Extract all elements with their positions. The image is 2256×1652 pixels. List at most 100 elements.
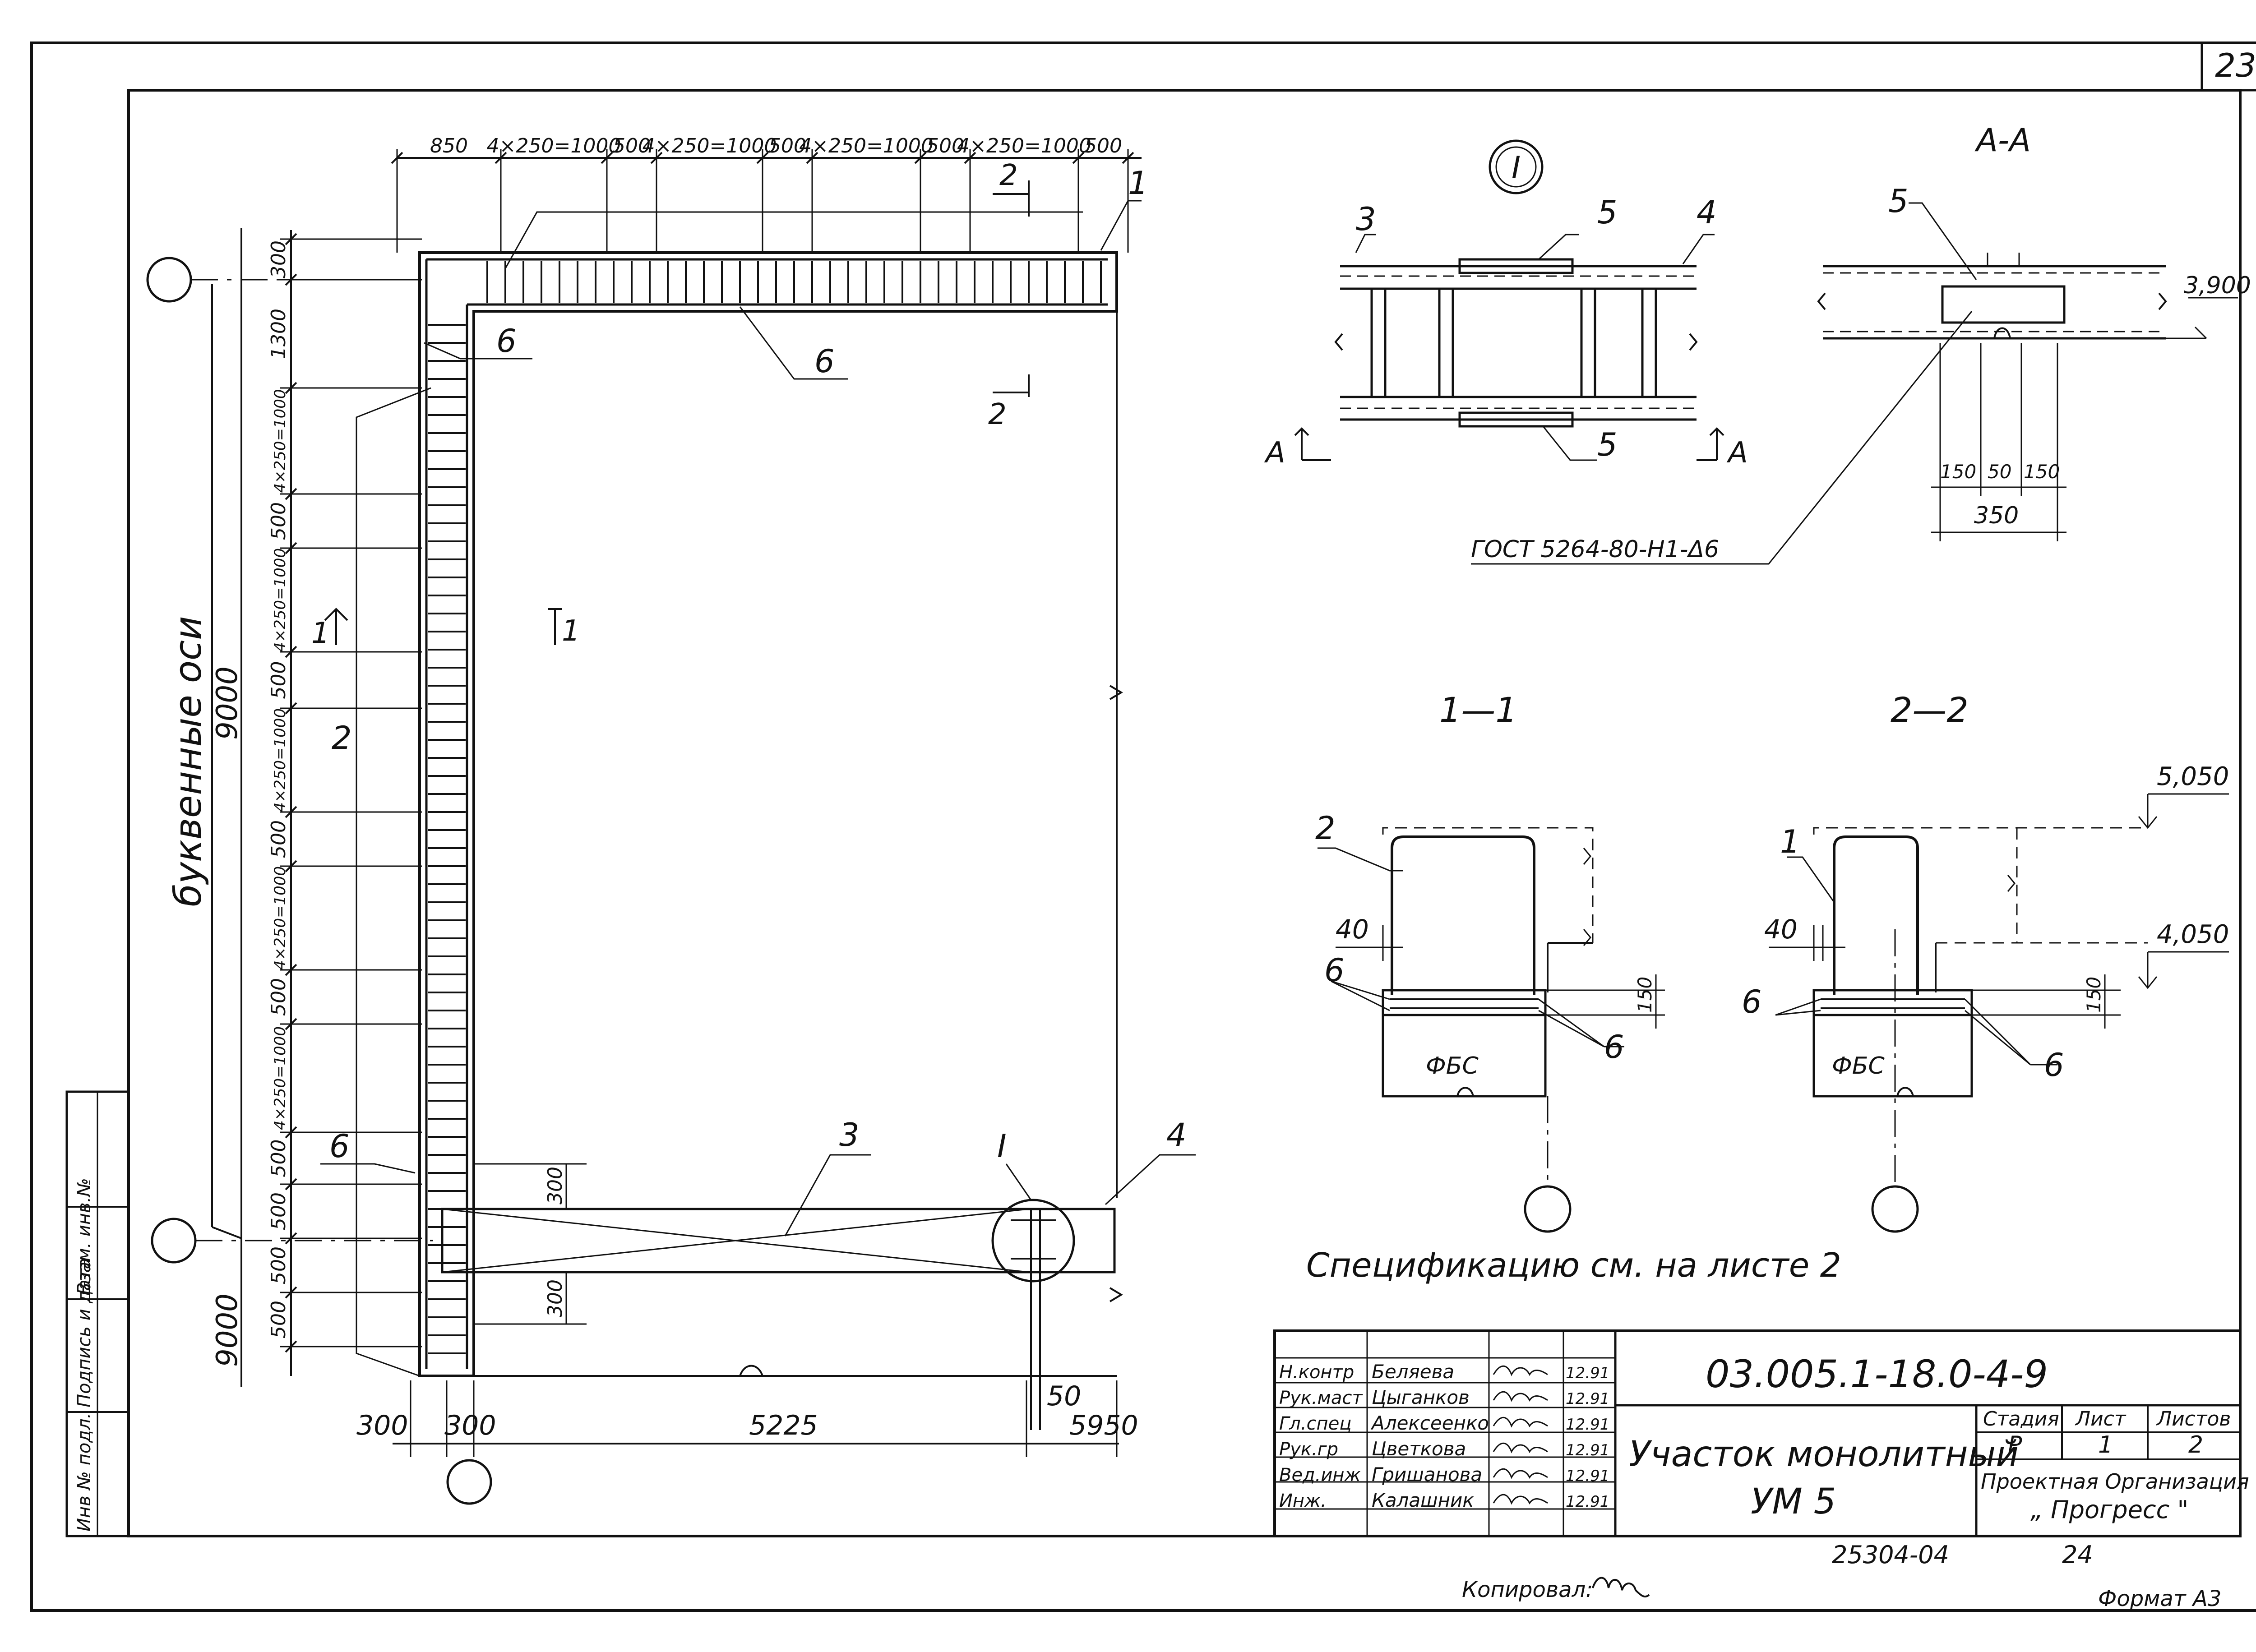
left-dim-tick: [285, 806, 297, 818]
section-mark-1-right: 1: [562, 614, 580, 648]
plan-pos-1: 1: [1128, 165, 1148, 202]
tb-name-line2: УМ 5: [1751, 1481, 1836, 1522]
stamp-sign-label: Подпись и дата: [74, 1258, 95, 1407]
tb-row-date: 12.91: [1566, 1441, 1609, 1459]
top-dim-tick: [1122, 152, 1134, 164]
tb-row-date: 12.91: [1566, 1390, 1609, 1408]
axis-bubble-bottom: [446, 1459, 492, 1505]
s11-pos-2: 2: [1315, 810, 1336, 847]
plan-pos-2: 2: [332, 720, 352, 757]
sheet-number: 23: [2215, 46, 2256, 84]
node-pos-4: 4: [1697, 194, 1717, 231]
l-wall-outline: [418, 251, 1118, 1377]
tb-row-name: Цыганков: [1372, 1386, 1470, 1408]
left-dim-label: 4×250=1000: [271, 389, 289, 493]
tb-row-role: Инж.: [1279, 1490, 1327, 1511]
tb-row-signature: [1493, 1365, 1548, 1376]
tb-row-date: 12.91: [1566, 1467, 1609, 1485]
left-dim-label: 500: [267, 820, 290, 858]
s22-elev-top: 5,050: [2157, 762, 2229, 791]
s22-elev-bottom: 4,050: [2157, 920, 2229, 949]
letter-axes-label: буквенные оси: [167, 616, 210, 907]
stamp-replace-label: Взам. инв.№: [74, 1178, 95, 1295]
section-aa: А-А 5 3,900 150 50 150 350: [1817, 122, 2251, 541]
left-dim-tick: [285, 702, 297, 715]
left-dim-label: 4×250=1000: [271, 548, 289, 652]
s22-pos-6-right: 6: [2044, 1047, 2064, 1084]
tb-row-role: Рук.гр: [1279, 1439, 1338, 1460]
top-dim-tick: [964, 152, 976, 164]
left-dim-tick: [285, 1340, 297, 1353]
tb-row-date: 12.91: [1566, 1493, 1609, 1511]
s22-block: ФБС: [1832, 1052, 1885, 1080]
tb-name-line1: Участок монолитный: [1629, 1434, 2019, 1475]
reinforcement-cage-top: [486, 261, 1102, 303]
dim-bottom-50: 50: [1047, 1380, 1081, 1412]
tb-row-signature: [1493, 1391, 1548, 1402]
s11-block: ФБС: [1426, 1052, 1479, 1080]
spec-note: Спецификацию см. на листе 2: [1306, 1246, 1841, 1285]
top-dim-tick: [756, 152, 769, 164]
top-dim-label: 500: [1084, 134, 1122, 157]
axis-bubble-top-left: [146, 257, 192, 303]
aa-dim-150-right: 150: [2024, 461, 2060, 483]
s11-axis-bubble: [1524, 1185, 1572, 1233]
axis-dim-bottom: 9000: [211, 1293, 244, 1367]
beam-dim-upper: 300: [544, 1167, 567, 1204]
left-dim-label: 4×250=1000: [271, 1026, 289, 1130]
s11-dim-150: 150: [1634, 977, 1656, 1013]
node-pos-5-bottom: 5: [1597, 426, 1618, 463]
tb-row-signature: [1493, 1442, 1548, 1454]
aa-dim-350: 350: [1974, 502, 2019, 529]
left-dim-tick: [285, 542, 297, 554]
left-dim-tick: [285, 646, 297, 658]
tb-row-signature: [1493, 1494, 1548, 1505]
left-dim-label: 500: [267, 1246, 290, 1284]
aa-dim-50: 50: [1988, 461, 2011, 483]
top-dim-tick: [495, 152, 507, 164]
left-dim-tick: [285, 964, 297, 976]
section-mark-2-top: 2: [999, 159, 1018, 192]
node-pos-3: 3: [1356, 201, 1376, 238]
tb-org-line2: „ Прогресс ": [2030, 1495, 2188, 1524]
left-dim-label: 500: [267, 978, 290, 1016]
footer-sheet-ref: 24: [2062, 1541, 2093, 1569]
tb-row-date: 12.91: [1566, 1416, 1609, 1434]
plan-pos-3: 3: [839, 1117, 860, 1154]
s22-dim-150: 150: [2083, 977, 2105, 1013]
tb-sheets-header: Листов: [2156, 1407, 2231, 1431]
aa-dim-150-left: 150: [1940, 461, 1976, 483]
tb-org-line1: Проектная Организация: [1981, 1469, 2249, 1494]
top-dim-label: 500: [926, 134, 964, 157]
dim-bottom-300b: 300: [444, 1410, 496, 1441]
outer-border: [30, 42, 2256, 1612]
tb-row-role: Вед.инж: [1279, 1465, 1361, 1486]
left-dim-label: 500: [267, 661, 290, 699]
left-dim-label: 300: [267, 240, 290, 278]
top-dim-tick: [391, 152, 403, 164]
left-dim-label: 500: [267, 1301, 290, 1338]
top-dim-label: 4×250=1000: [643, 134, 777, 157]
top-dim-tick: [914, 152, 927, 164]
s11-pos-6-left: 6: [1324, 952, 1345, 989]
top-dim-label: 500: [613, 134, 651, 157]
plan-pos-6-top: 6: [496, 323, 517, 360]
left-dim-tick: [285, 1126, 297, 1139]
left-dim-tick: [285, 1178, 297, 1191]
plan-pos-6-bottom: 6: [329, 1128, 350, 1165]
left-dim-label: 1300: [267, 309, 290, 359]
axis-bubble-mid-left: [151, 1218, 197, 1264]
node-detail: I 3 5 4 5 A A ГОСТ 5264-80-Н1-Δ6: [1264, 139, 1973, 565]
left-dim-tick: [285, 382, 297, 394]
tb-row-role: Гл.спец: [1279, 1413, 1352, 1434]
section-22: 2—2 ФБС 1 40 6 6 150 5,050 4,050: [1742, 690, 2229, 1233]
dim-bottom-5950: 5950: [1069, 1410, 1138, 1441]
top-dim-tick: [1072, 152, 1085, 164]
tb-row-role: Н.контр: [1279, 1362, 1354, 1383]
left-dimension-labels: 300 1300 4×250=1000 500 4×250=1000 500 4×250=1…: [267, 240, 290, 1338]
aa-elevation: 3,900: [2184, 272, 2251, 299]
s11-pos-6-right: 6: [1604, 1029, 1624, 1066]
